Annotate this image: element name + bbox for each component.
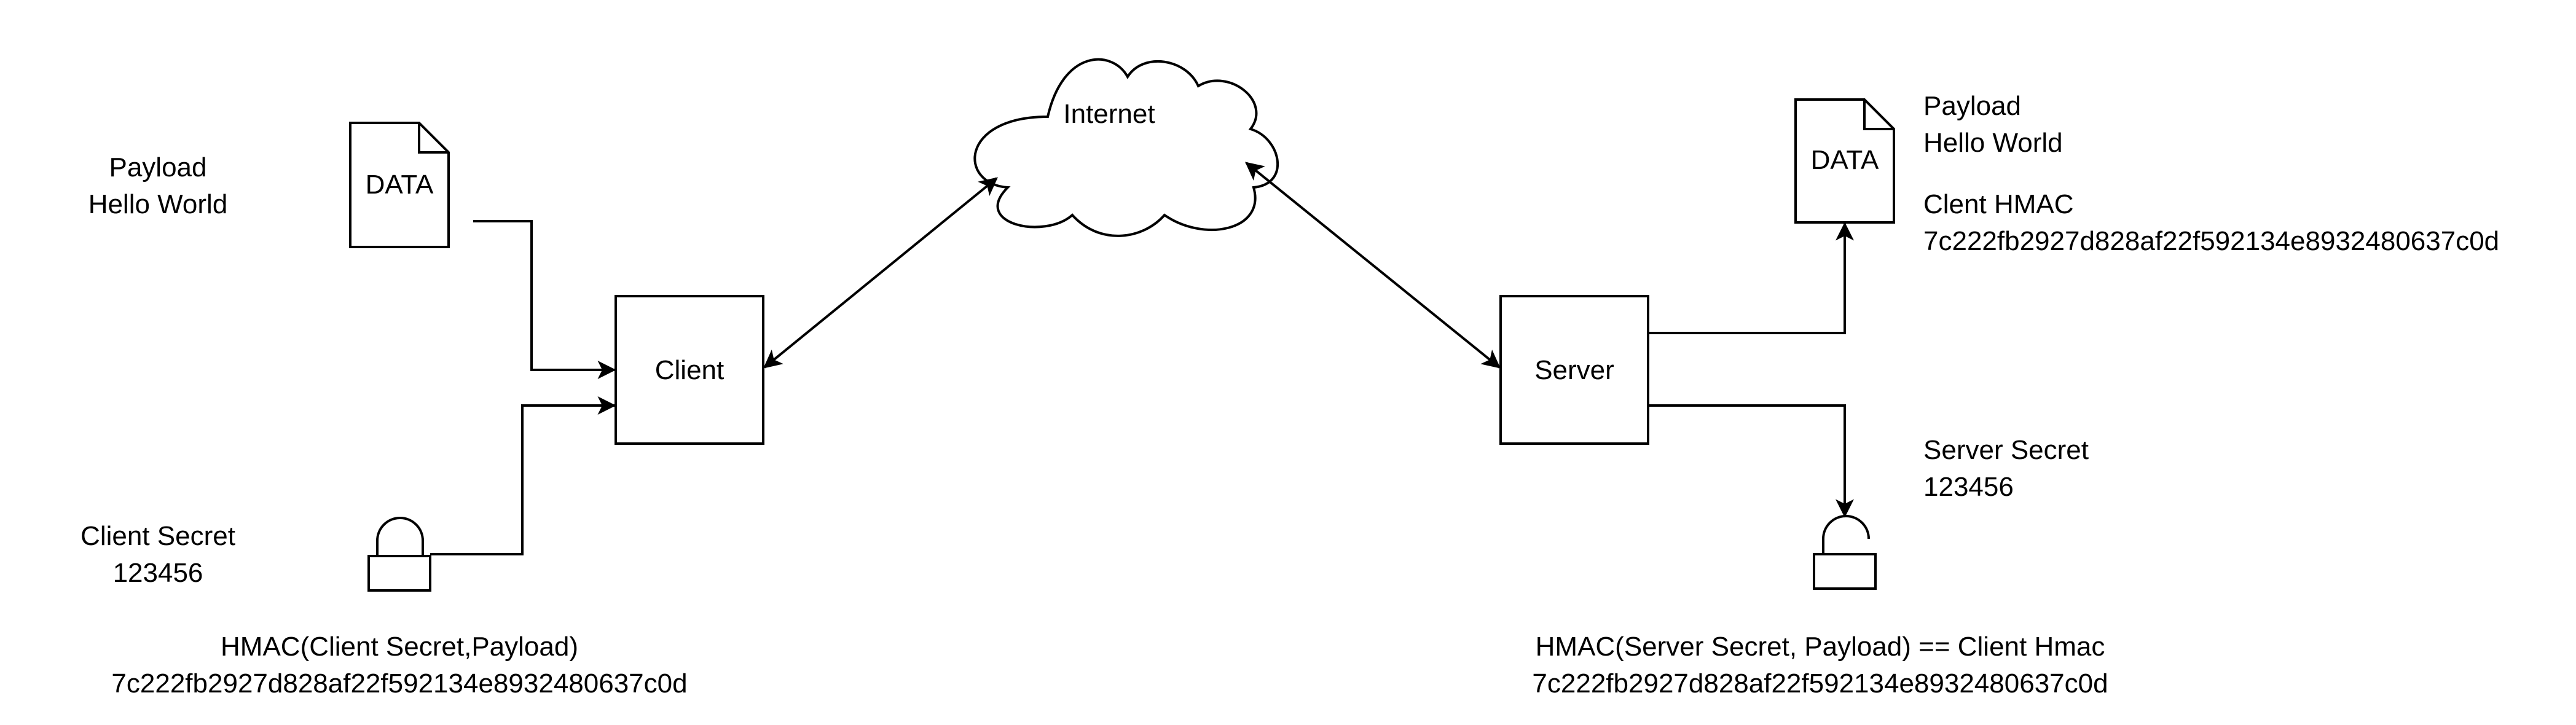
client-internet-connector <box>763 177 998 369</box>
internet-label: Internet <box>1063 99 1155 129</box>
server-to-secret-connector <box>1649 404 1854 518</box>
server-payload-value: Hello World <box>1923 128 2063 158</box>
client-secret-title: Client Secret <box>80 521 235 551</box>
server-payload-title: Payload <box>1923 91 2021 121</box>
client-box[interactable]: Client <box>615 295 764 445</box>
server-lock-icon <box>1813 515 1877 590</box>
secret-to-client-connector <box>430 396 616 555</box>
server-hmac-formula: HMAC(Server Secret, Payload) == Client H… <box>1536 632 2105 662</box>
server-secret-label: Server Secret 123456 <box>1923 435 2089 502</box>
client-hmac-value: 7c222fb2927d828af22f592134e8932480637c0d <box>111 668 687 699</box>
client-doc-label: DATA <box>366 170 434 200</box>
internet-server-connector <box>1245 162 1501 369</box>
client-data-document[interactable]: DATA <box>349 122 450 248</box>
server-secret-title: Server Secret <box>1923 435 2089 465</box>
server-box[interactable]: Server <box>1499 295 1649 445</box>
server-data-document[interactable]: DATA <box>1794 98 1895 224</box>
server-doc-label: DATA <box>1811 145 1879 175</box>
client-secret-value: 123456 <box>113 558 203 588</box>
server-payload-label: Payload Hello World <box>1923 91 2063 158</box>
server-client-hmac-label: Clent HMAC 7c222fb2927d828af22f592134e89… <box>1923 189 2499 256</box>
client-box-label: Client <box>655 355 724 385</box>
server-box-label: Server <box>1534 355 1614 385</box>
server-client-hmac-value: 7c222fb2927d828af22f592134e8932480637c0d <box>1923 226 2499 256</box>
client-payload-title: Payload <box>109 152 206 182</box>
client-payload-value: Hello World <box>88 189 228 219</box>
client-hmac-formula: HMAC(Client Secret,Payload) <box>221 632 578 662</box>
client-secret-label: Client Secret 123456 <box>80 521 235 588</box>
server-hmac-label: HMAC(Server Secret, Payload) == Client H… <box>1532 632 2108 699</box>
client-lock-icon <box>367 517 431 592</box>
server-hmac-value: 7c222fb2927d828af22f592134e8932480637c0d <box>1532 668 2108 699</box>
server-to-data-connector <box>1649 222 1854 334</box>
client-hmac-label: HMAC(Client Secret,Payload) 7c222fb2927d… <box>111 632 687 699</box>
client-payload-label: Payload Hello World <box>88 152 228 219</box>
server-client-hmac-title: Clent HMAC <box>1923 189 2074 219</box>
server-secret-value: 123456 <box>1923 472 2014 502</box>
payload-to-client-connector <box>473 220 616 379</box>
internet-cloud[interactable]: Internet <box>973 58 1279 237</box>
